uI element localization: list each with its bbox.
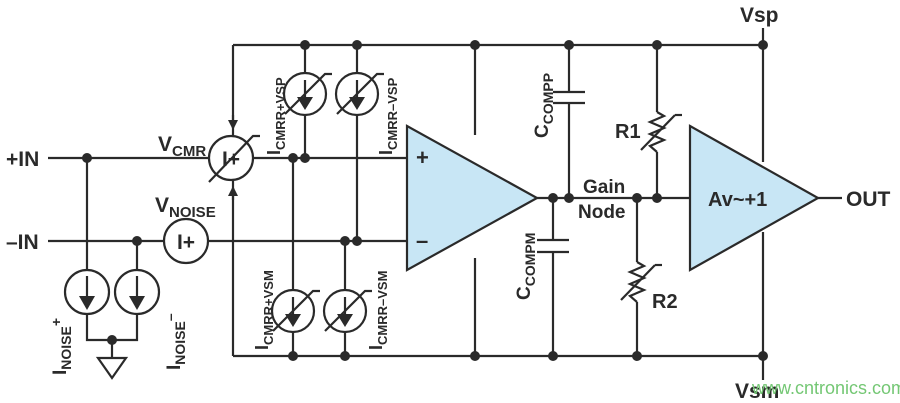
gain-label: Gain [583,177,625,198]
ccompm-label: CCOMPM [514,233,538,300]
vnoise-label: VNOISE [155,194,216,221]
current-source-inoise-plus [63,268,111,316]
current-source-icmrr-vsm-minus [322,288,372,334]
current-source-icmrr-vsm-plus [270,288,320,334]
vsp-label: Vsp [740,4,779,27]
icmrr-vsm-plus-label: ICMRR+VSM [252,270,276,350]
icmrr-vsp-minus-label: ICMRR–VSP [376,77,400,155]
inoise-plus-label: INOISE+ [48,318,74,375]
resistor-r2 [620,261,662,303]
watermark: www.cntronics.com [751,378,900,398]
r2-label: R2 [652,291,678,313]
r1-label: R1 [615,121,641,143]
vcmr-label: VCMR [158,133,206,160]
capacitor-ccompm [537,238,569,254]
ccompp-label: CCOMPP [532,73,556,138]
voltage-source-vcmr: I+ [207,134,260,183]
in-plus-label: +IN [6,148,39,171]
node-label: Node [578,202,626,223]
opamp-minus-sign: – [416,228,428,253]
out-label: OUT [846,188,891,211]
icmrr-vsp-plus-label: ICMRR+VSP [264,77,288,155]
in-minus-label: –IN [6,231,39,254]
vnoise-symbol: I+ [177,231,195,254]
resistor-r1 [640,111,682,153]
inoise-minus-label: INOISE– [162,313,188,370]
opamp-plus-sign: + [416,145,429,170]
vsm-label: Vsm [735,380,779,403]
voltage-source-vnoise: I+ [162,217,210,265]
current-source-icmrr-vsp-plus [282,71,332,117]
buffer-label: Av~+1 [708,189,767,211]
ground-icon [95,356,129,380]
current-source-inoise-minus [113,268,161,316]
icmrr-vsm-minus-label: ICMRR–VSM [366,271,390,350]
buffer-amp: Av~+1 [688,124,821,272]
capacitor-ccompp [553,90,585,105]
current-source-icmrr-vsp-minus [334,71,384,117]
op-amp: + – [405,124,540,272]
junction-dots [82,40,768,361]
